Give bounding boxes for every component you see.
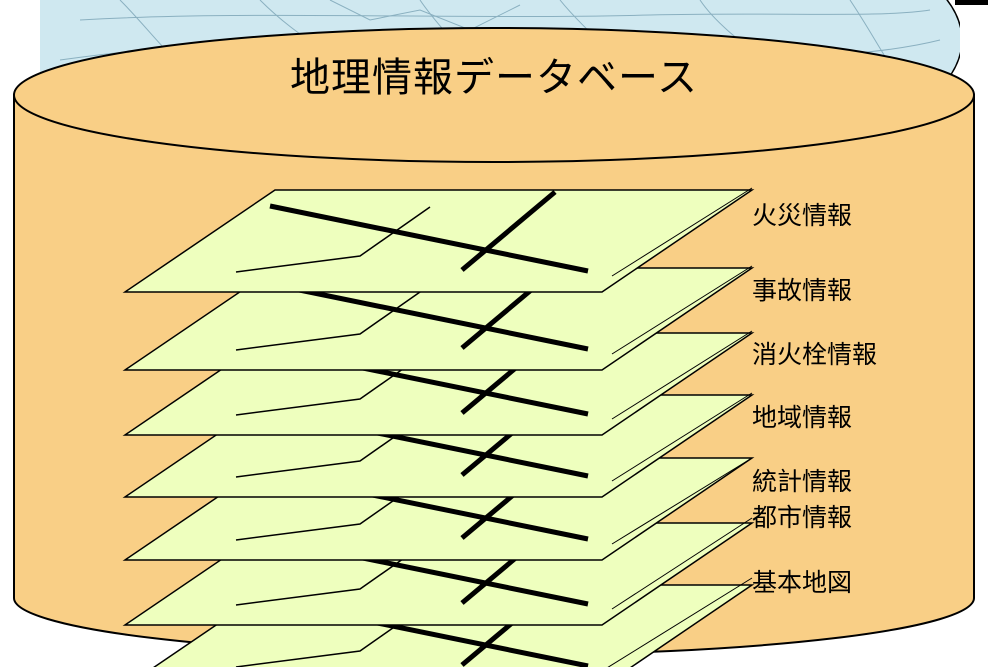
leader-line	[611, 517, 753, 610]
leader-line	[611, 392, 753, 482]
leader-line	[611, 330, 753, 420]
thin-road	[235, 206, 431, 273]
layer-label-accident: 事故情報	[752, 276, 853, 305]
layer-label-urban: 都市情報	[752, 503, 853, 532]
main-road	[269, 203, 589, 274]
layer-label-base-map: 基本地図	[752, 568, 853, 597]
leader-line	[611, 187, 753, 277]
layer-label-area: 地域情報	[752, 403, 853, 432]
leader-line	[611, 457, 753, 545]
database-title: 地理情報データベース	[290, 55, 698, 101]
map-layers	[122, 187, 755, 667]
layer-accident	[122, 265, 755, 371]
top-right-tab	[955, 0, 988, 5]
layer-label-hydrant: 消火栓情報	[752, 340, 878, 369]
layer-label-fire: 火災情報	[752, 201, 853, 230]
cross-road	[460, 190, 557, 272]
leader-line	[611, 265, 753, 355]
cylinder-top	[13, 27, 975, 163]
main-road	[269, 281, 589, 352]
layer-label-statistics: 統計情報	[752, 467, 853, 496]
leader-line	[607, 577, 753, 667]
layer-fire	[122, 187, 755, 293]
thin-road	[235, 284, 431, 351]
